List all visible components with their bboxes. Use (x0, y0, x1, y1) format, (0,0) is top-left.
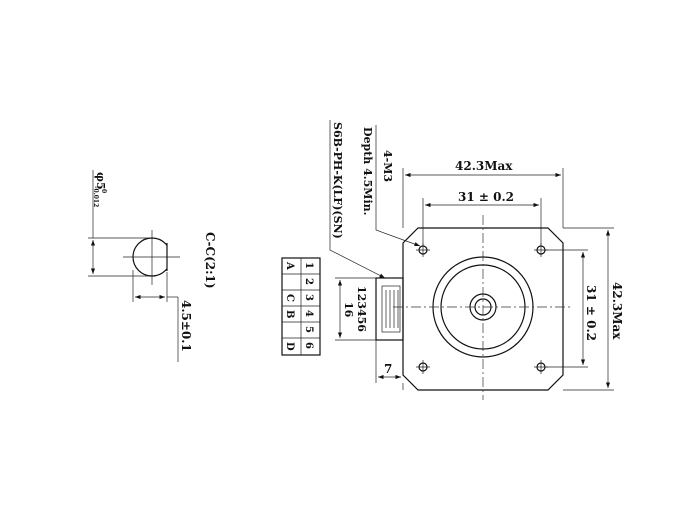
connector-pins: 123456 (355, 286, 368, 332)
pin-table (281, 257, 321, 356)
hole-depth-label: Depth 4.5Min. (361, 127, 374, 215)
pin-phase: C (284, 294, 295, 302)
hole-spacing-v-dim: 31 ± 0.2 (584, 285, 598, 341)
pin-num: 6 (303, 342, 314, 349)
flat-dimension: 4.5±0.1 (179, 300, 193, 352)
mounting-holes (416, 243, 548, 374)
pin-phase: B (284, 310, 295, 318)
pin-num: 2 (303, 278, 314, 285)
pin-phase: D (284, 342, 295, 351)
connector (375, 277, 404, 341)
pin-num: 4 (303, 310, 314, 317)
height-max-dim: 42.3Max (610, 282, 624, 340)
diameter-tol-upper: 0 (100, 189, 107, 193)
diameter-tol-lower: -0.012 (92, 186, 99, 207)
pin-phase: A (284, 261, 295, 270)
pin-num: 3 (303, 294, 314, 301)
motor-front-view (329, 120, 614, 400)
section-label: C-C(2:1) (203, 232, 217, 289)
hole-spacing-h-dim: 31 ± 0.2 (458, 190, 514, 204)
connector-width-dim: 16 (342, 302, 355, 318)
pin-num: 5 (303, 326, 314, 333)
connector-depth-dim: 7 (384, 362, 392, 376)
diameter-label: φ5 (94, 172, 107, 190)
hole-label: 4-M3 (381, 150, 394, 182)
pin-num: 1 (303, 262, 314, 269)
width-max-dim: 42.3Max (455, 159, 513, 173)
shaft-section (88, 170, 180, 362)
connector-label: S6B-PH-K(LF)(SN) (331, 122, 344, 239)
